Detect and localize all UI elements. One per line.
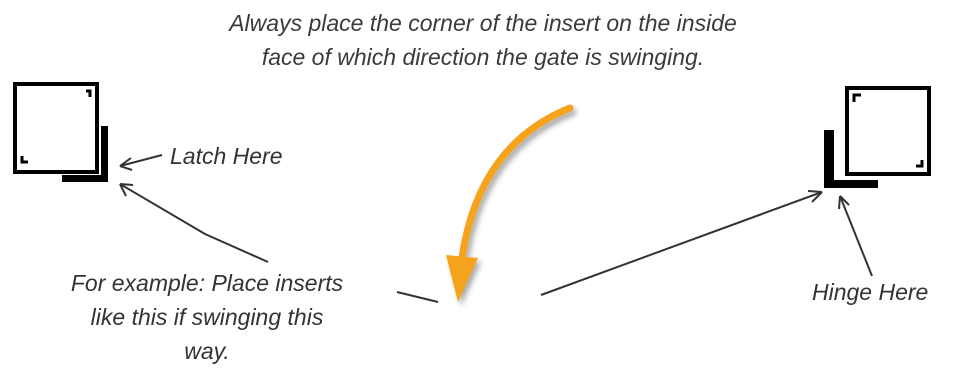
swing-direction-arrow <box>446 104 574 302</box>
example-line-3: way. <box>184 338 230 364</box>
caption-line-1: Always place the corner of the insert on… <box>229 10 737 36</box>
hinge-label: Hinge Here <box>812 279 929 305</box>
latch-insert-icon <box>62 126 108 182</box>
hinge-pointer-arrow <box>838 195 873 277</box>
latch-label: Latch Here <box>170 143 283 169</box>
hinge-post-icon <box>845 86 931 176</box>
example-note: For example: Place inserts like this if … <box>18 266 396 368</box>
latch-pointer-arrow <box>119 154 163 171</box>
hinge-insert-icon <box>824 130 878 188</box>
example-leader-line <box>396 291 439 303</box>
instruction-caption: Always place the corner of the insert on… <box>0 6 966 74</box>
swing-pointer-arrow <box>540 190 823 296</box>
caption-line-2: face of which direction the gate is swin… <box>261 44 705 70</box>
latch-post-icon <box>13 82 99 174</box>
example-line-1: For example: Place inserts <box>70 270 344 296</box>
example-pointer-arrow <box>119 183 269 263</box>
example-line-2: like this if swinging this <box>90 304 324 330</box>
